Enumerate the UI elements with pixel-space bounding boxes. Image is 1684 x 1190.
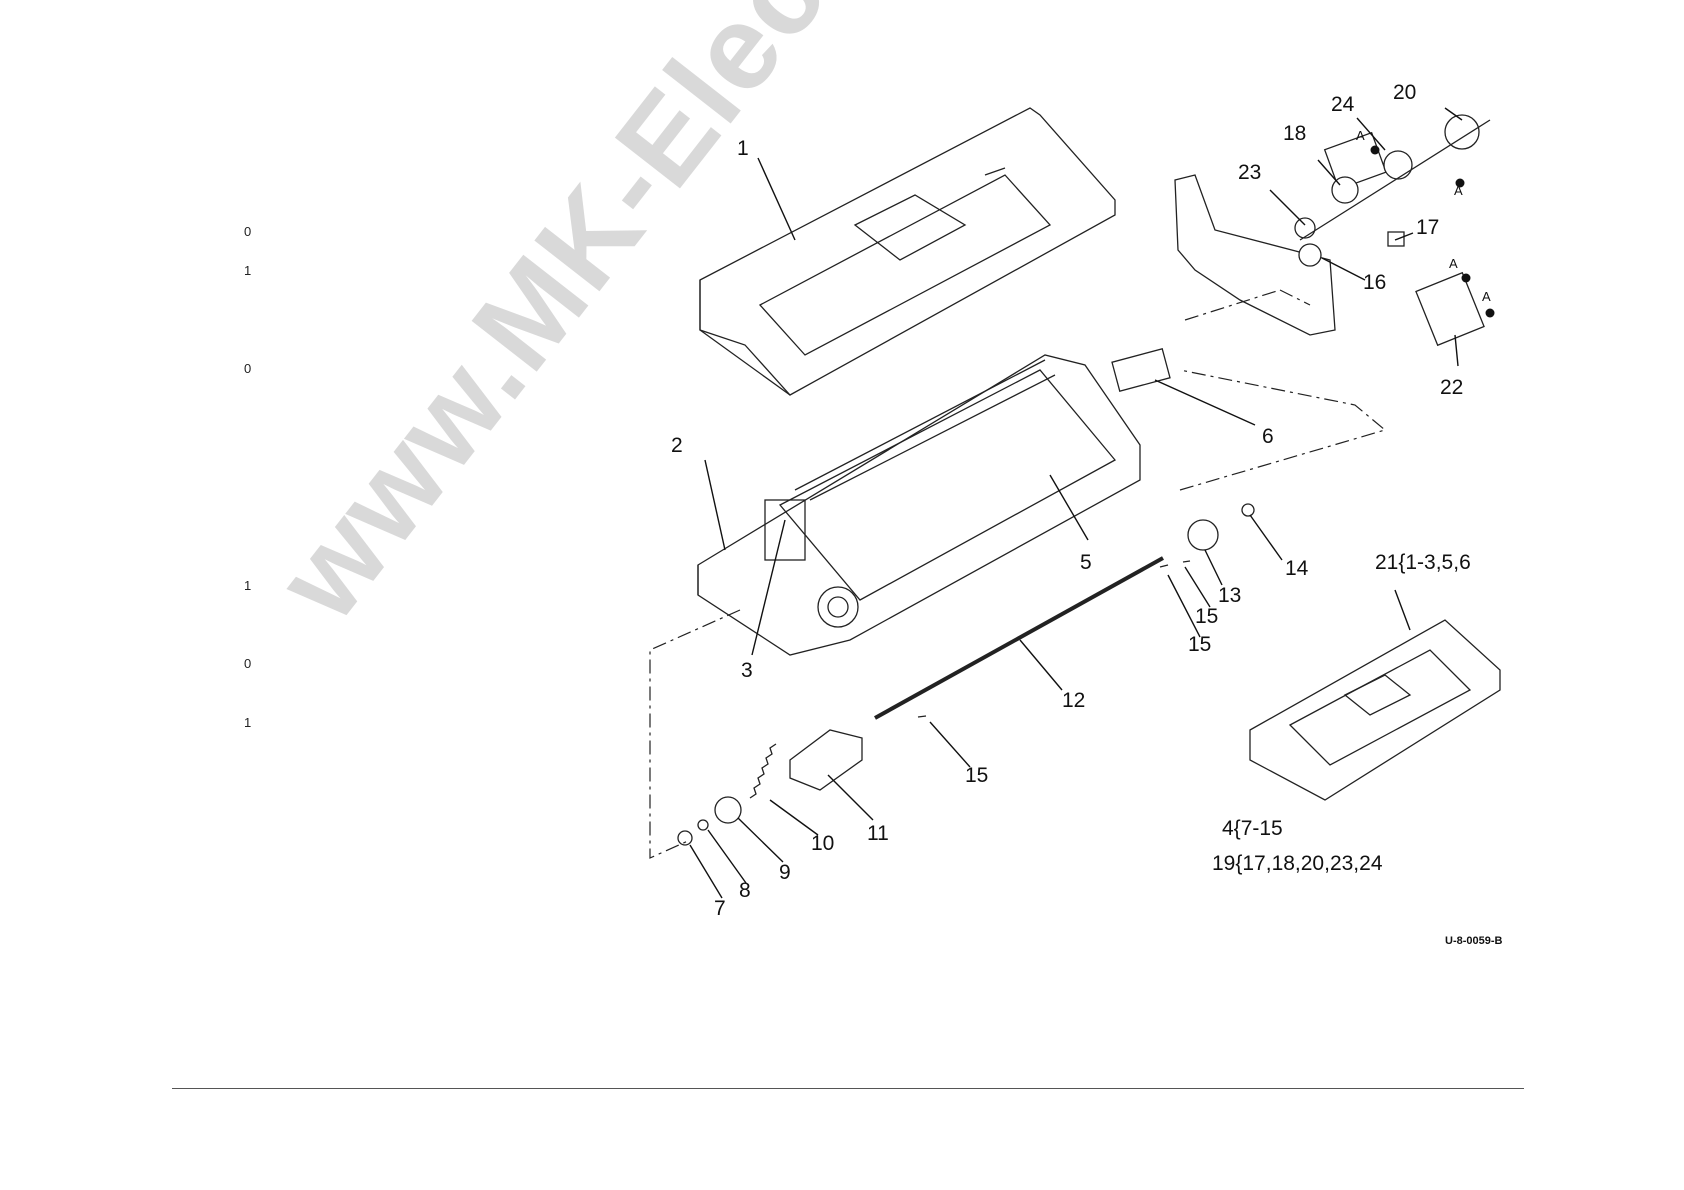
part-ring	[1242, 504, 1254, 516]
callout-14: 14	[1285, 558, 1308, 579]
marker-a: A	[1454, 183, 1463, 198]
callout-3: 3	[741, 660, 753, 681]
part-plate	[1416, 273, 1484, 346]
callout-13: 13	[1218, 585, 1241, 606]
marker-a: A	[1356, 128, 1365, 143]
callout-24: 24	[1331, 94, 1354, 115]
callout-6: 6	[1262, 426, 1274, 447]
footer-rule	[172, 1088, 1524, 1089]
marker-dot	[1486, 309, 1495, 318]
callout-9: 9	[779, 862, 791, 883]
callout-16: 16	[1363, 272, 1386, 293]
callout-10: 10	[811, 833, 834, 854]
document-code: U-8-0059-B	[1445, 935, 1502, 947]
marker-dot	[1371, 146, 1380, 155]
callout-5: 5	[1080, 552, 1092, 573]
callout-15: 15	[965, 765, 988, 786]
group-note-21: 21{1-3,5,6	[1375, 552, 1471, 573]
part-spring-assembly	[678, 730, 862, 845]
marker-a: A	[1482, 289, 1491, 304]
callout-15: 15	[1188, 634, 1211, 655]
callout-12: 12	[1062, 690, 1085, 711]
callout-15: 15	[1195, 606, 1218, 627]
callout-18: 18	[1283, 123, 1306, 144]
group-note-19: 19{17,18,20,23,24	[1212, 853, 1383, 874]
callout-22: 22	[1440, 377, 1463, 398]
callout-8: 8	[739, 880, 751, 901]
part-top-cover	[700, 108, 1115, 395]
callout-23: 23	[1238, 162, 1261, 183]
group-note-4: 4{7-15	[1222, 818, 1283, 839]
alignment-line	[1180, 370, 1385, 490]
callout-7: 7	[714, 898, 726, 919]
marker-a: A	[1449, 256, 1458, 271]
part-connector	[1112, 349, 1170, 391]
part-assembled-unit	[1250, 620, 1500, 800]
callout-17: 17	[1416, 217, 1439, 238]
callout-20: 20	[1393, 82, 1416, 103]
marker-dot	[1462, 274, 1471, 283]
part-main-housing	[698, 355, 1140, 655]
callout-2: 2	[671, 435, 683, 456]
callout-1: 1	[737, 138, 749, 159]
part-gear	[1188, 520, 1218, 550]
callout-11: 11	[867, 823, 889, 844]
